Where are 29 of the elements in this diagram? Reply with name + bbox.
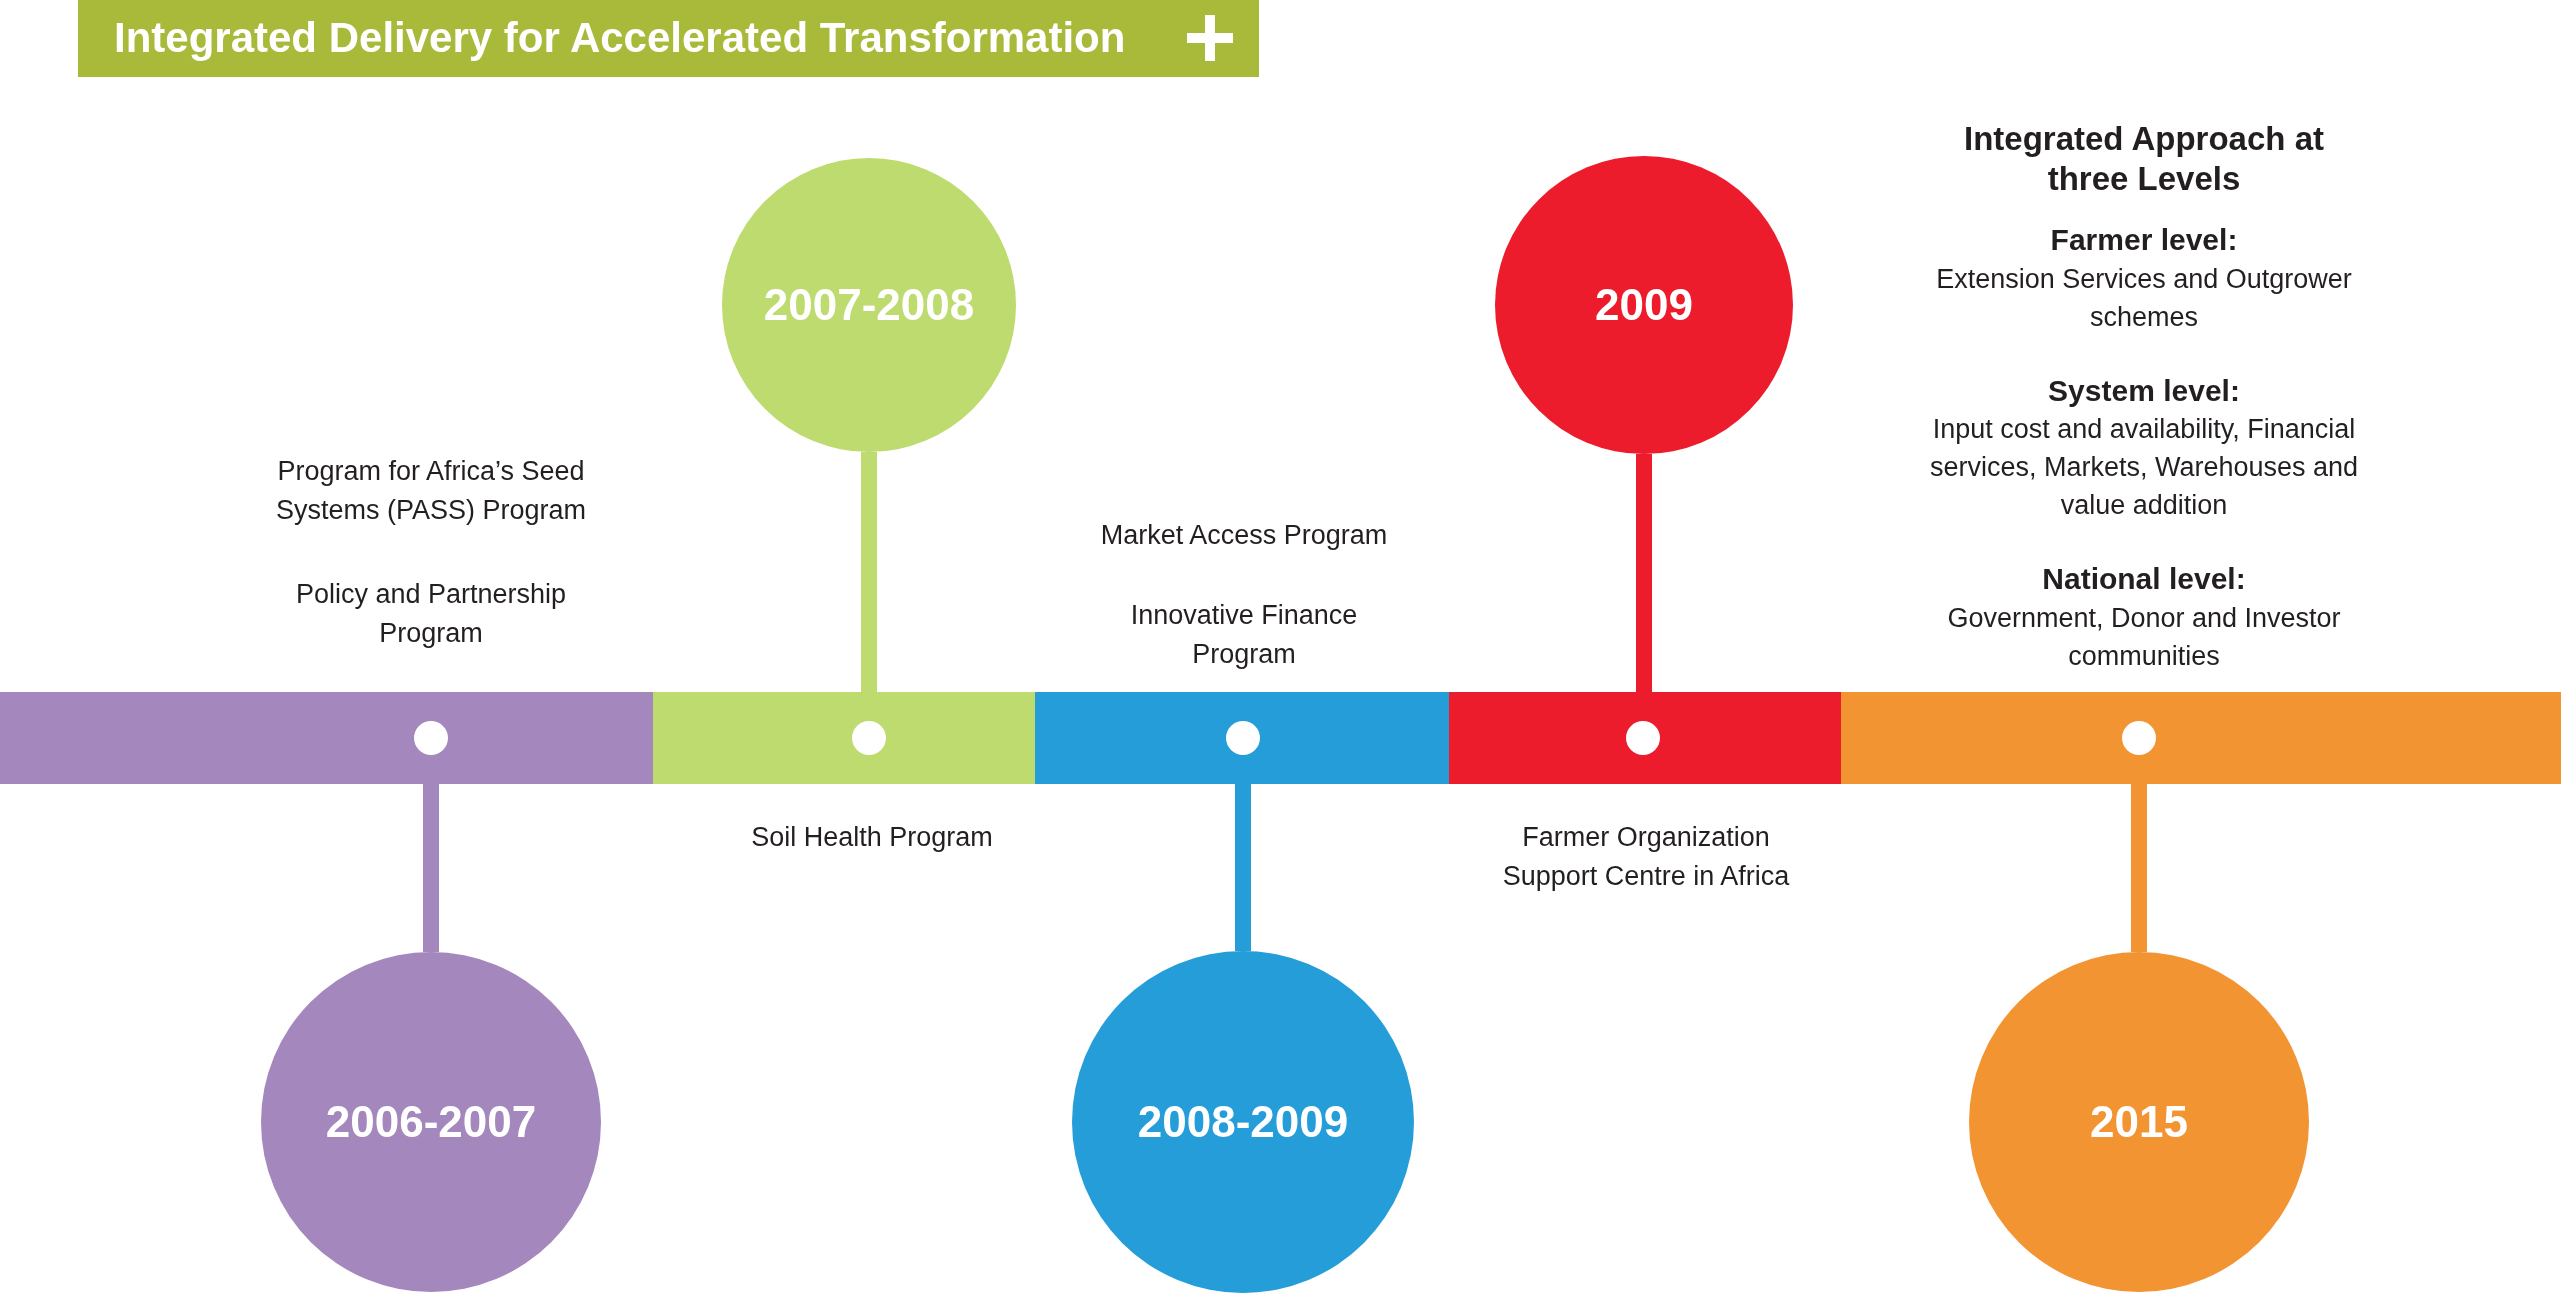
title-text: Integrated Delivery for Accelerated Transformation — [114, 14, 1126, 62]
section-heading: Integrated Approach at three Levels — [1963, 119, 2325, 199]
level-heading: Farmer level: — [2049, 222, 2239, 258]
year-label: 2009 — [1595, 279, 1693, 331]
connector-line — [423, 784, 439, 952]
level-description: Extension Services and Outgrower schemes — [1935, 263, 2353, 334]
program-label: Market Access Program — [1099, 519, 1389, 552]
timeline-segment — [0, 692, 653, 784]
year-label: 2006-2007 — [325, 1096, 537, 1148]
program-label: Soil Health Program — [750, 821, 994, 854]
timeline-segment — [1035, 692, 1449, 784]
connector-line — [2131, 784, 2147, 952]
level-heading: System level: — [2047, 373, 2241, 409]
program-label: Innovative Finance Program — [1129, 599, 1359, 671]
year-label: 2008-2009 — [1137, 1096, 1349, 1148]
level-description: Input cost and availability, Financial services, Markets, Warehouses and value addition — [1928, 413, 2360, 522]
level-description: Government, Donor and Investor communities — [1946, 602, 2342, 673]
connector-line — [1235, 784, 1251, 951]
program-label: Farmer Organization Support Centre in Africa — [1501, 821, 1791, 893]
level-heading: National level: — [2041, 561, 2247, 597]
program-label: Program for Africa’s Seed Systems (PASS) Program — [274, 455, 588, 527]
year-label: 2007-2008 — [763, 279, 975, 331]
year-label: 2015 — [2090, 1096, 2188, 1148]
program-label: Policy and Partnership Program — [294, 578, 568, 650]
timeline-segment — [653, 692, 1035, 784]
connector-line — [861, 452, 877, 692]
timeline-segment — [1449, 692, 1841, 784]
connector-line — [1636, 454, 1652, 692]
timeline-segment — [1841, 692, 2561, 784]
